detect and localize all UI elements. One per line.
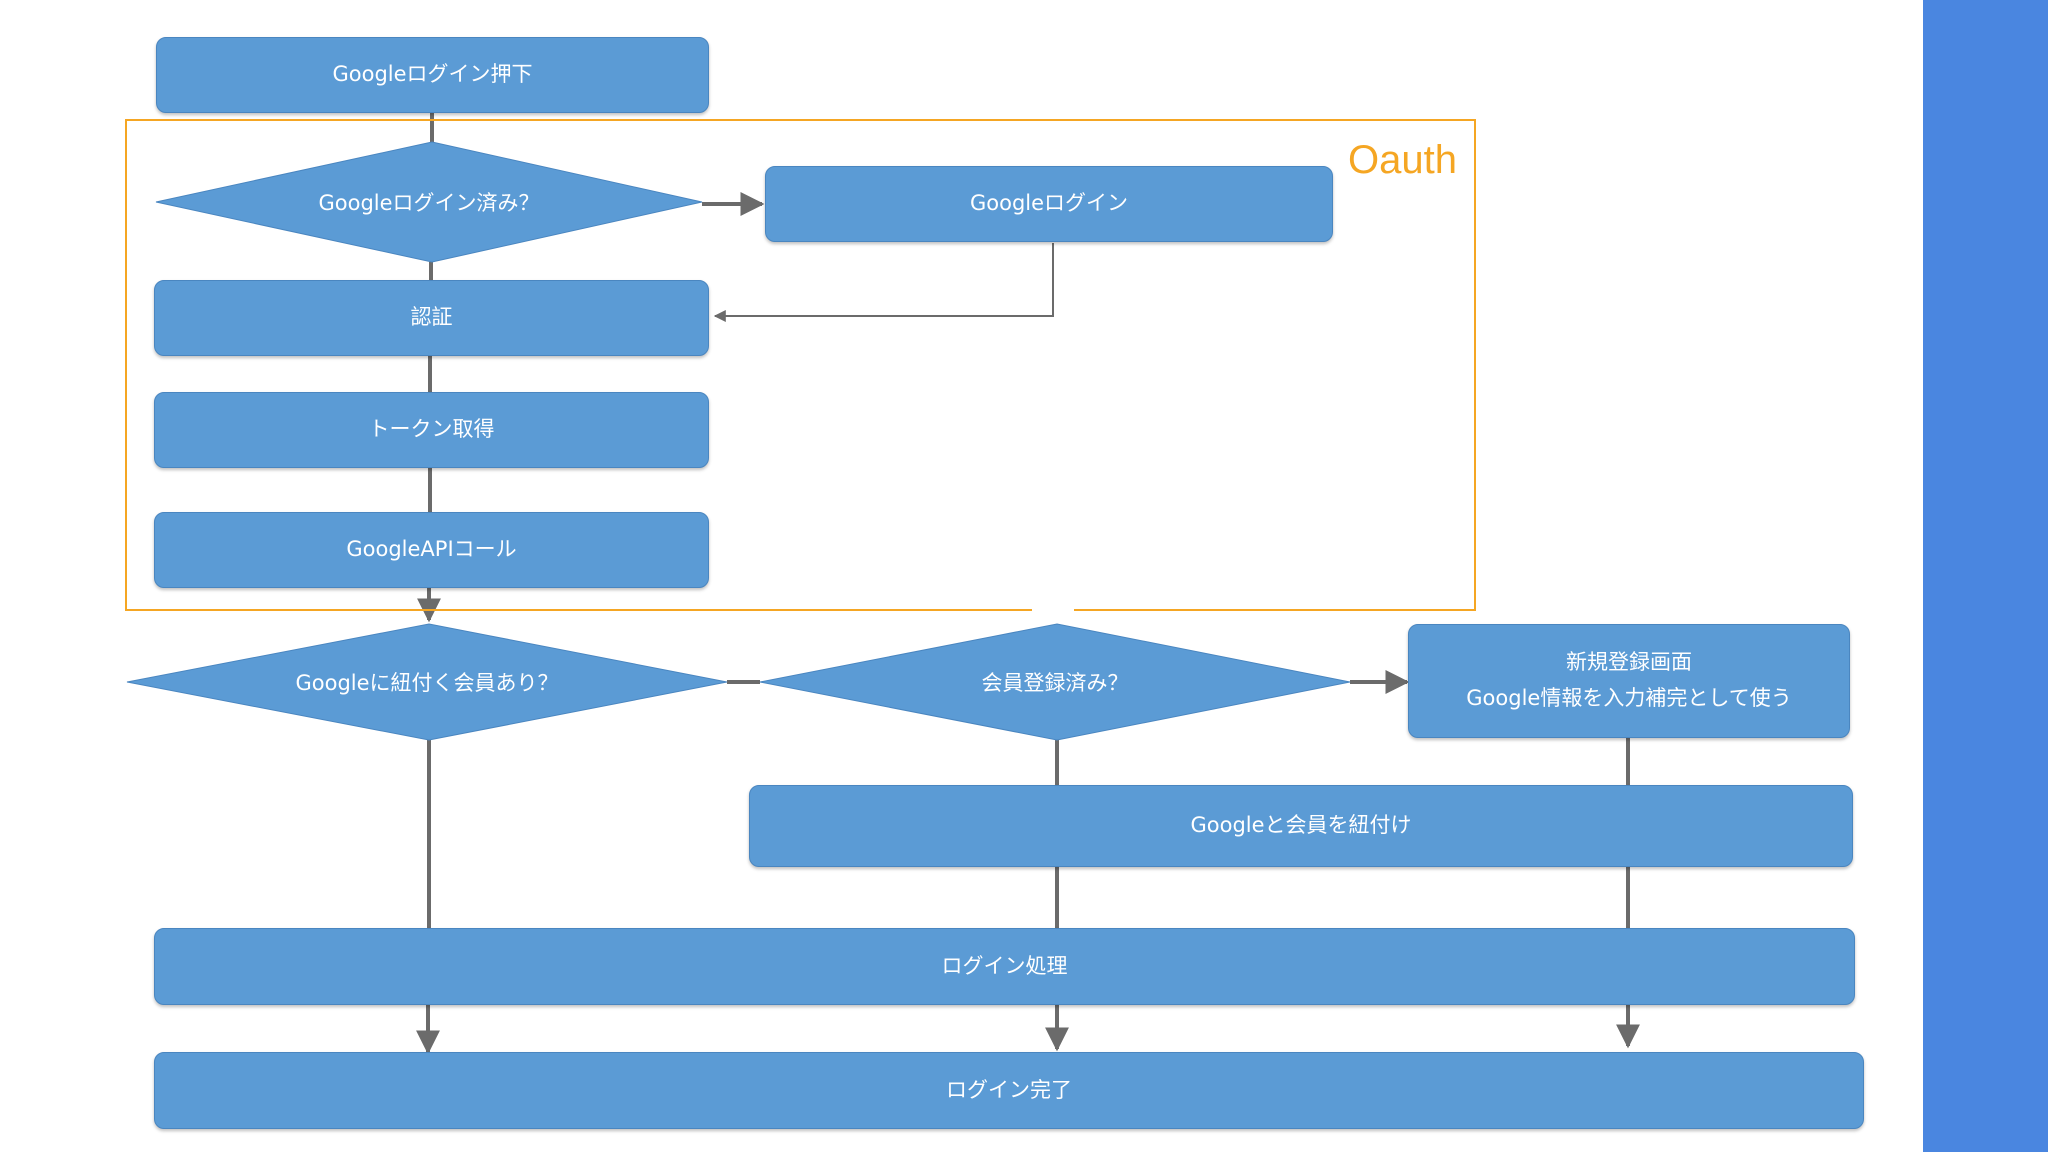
node-google-login-press-label: Googleログイン押下 (332, 62, 533, 87)
decision-has-linked-member-label: Googleに紐付く会員あり？ (295, 671, 559, 695)
connector-google-login-to-auth (713, 243, 1054, 322)
node-login-process-label: ログイン処理 (941, 953, 1068, 978)
node-new-registration-line1: 新規登録画面 (1566, 650, 1692, 675)
oauth-group-frame (125, 119, 1476, 611)
oauth-frame-gap (1032, 605, 1074, 615)
node-authentication-label: 認証 (410, 305, 453, 330)
node-new-registration-line2: Google情報を入力補完として使う (1466, 686, 1792, 710)
node-login-complete: ログイン完了 (154, 1052, 1864, 1129)
node-google-login-press: Googleログイン押下 (156, 37, 709, 113)
decision-member-registered (759, 623, 1351, 741)
node-google-login: Googleログイン (765, 166, 1333, 242)
node-authentication: 認証 (154, 280, 709, 356)
node-link-google-member: Googleと会員を紐付け (749, 785, 1853, 867)
decision-already-logged-in-label: Googleログイン済み？ (318, 191, 540, 215)
node-new-registration: 新規登録画面 Google情報を入力補完として使う (1408, 624, 1850, 738)
node-token-acquire-label: トークン取得 (368, 417, 495, 442)
node-link-google-member-label: Googleと会員を紐付け (1190, 813, 1412, 838)
side-accent-bar (1923, 0, 2048, 1152)
oauth-group-label: Oauth (1348, 138, 1457, 182)
node-google-api-call-label: GoogleAPIコール (346, 537, 517, 562)
decision-already-logged-in (155, 141, 703, 263)
decision-has-linked-member (126, 623, 728, 741)
node-token-acquire: トークン取得 (154, 392, 709, 468)
node-login-process: ログイン処理 (154, 928, 1855, 1005)
node-google-login-label: Googleログイン (969, 191, 1129, 216)
decision-member-registered-label: 会員登録済み？ (981, 671, 1129, 695)
node-google-api-call: GoogleAPIコール (154, 512, 709, 588)
node-login-complete-label: ログイン完了 (946, 1077, 1072, 1102)
